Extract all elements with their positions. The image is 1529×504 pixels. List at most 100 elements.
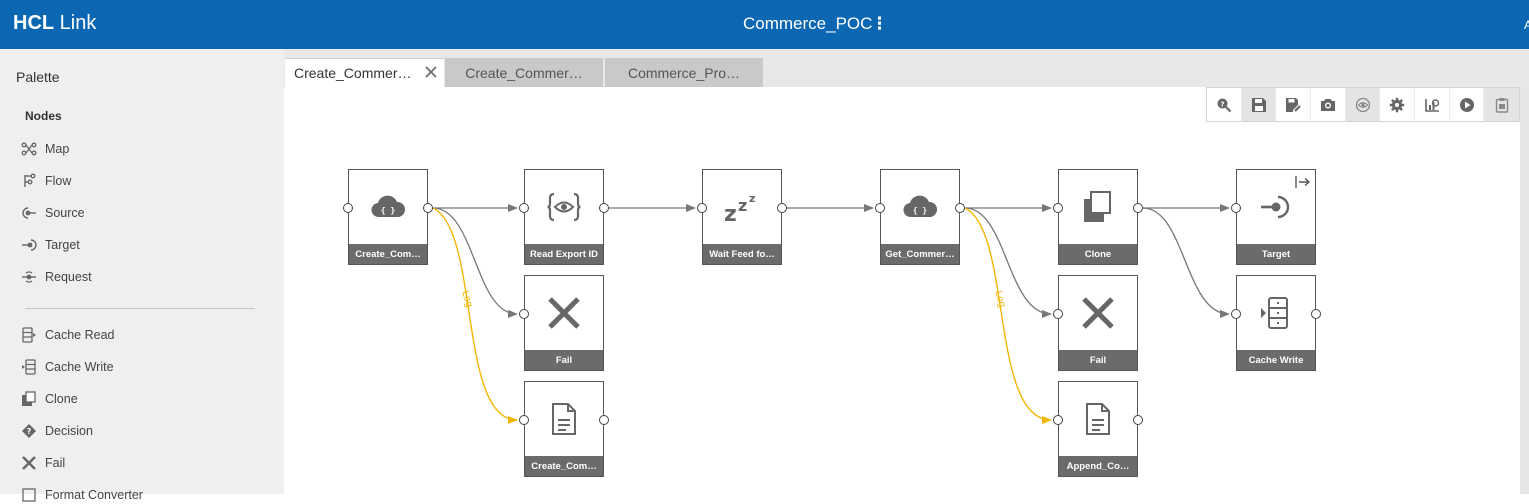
json-view-icon <box>525 170 603 244</box>
view-icon[interactable] <box>1345 88 1381 121</box>
palette-item-flow[interactable]: Flow <box>20 172 71 190</box>
svg-text:?: ? <box>1220 100 1224 108</box>
cache-write-icon <box>20 358 38 376</box>
palette-item-map[interactable]: Map <box>20 140 69 158</box>
input-port[interactable] <box>875 203 885 213</box>
app-logo[interactable]: HCL Link <box>13 12 97 34</box>
svg-text:z: z <box>724 202 737 223</box>
palette-item-target[interactable]: Target <box>20 236 80 254</box>
palette-item-cache-read[interactable]: Cache Read <box>20 326 115 344</box>
node-cache-write[interactable]: Cache Write <box>1231 275 1321 371</box>
palette-item-label: Flow <box>45 174 72 188</box>
decision-icon: ? <box>20 422 38 440</box>
node-label: Fail <box>1059 350 1137 370</box>
tab-commerce-pro[interactable]: Commerce_Pro… <box>605 58 763 87</box>
node-clone[interactable]: Clone <box>1053 169 1143 265</box>
node-create-com-log[interactable]: Create_Com… <box>519 381 609 477</box>
palette-item-label: Source <box>45 206 85 220</box>
document-icon <box>525 382 603 456</box>
palette-item-request[interactable]: Request <box>20 268 92 286</box>
fail-icon <box>525 276 603 350</box>
output-port[interactable] <box>423 203 433 213</box>
output-port[interactable] <box>1133 203 1143 213</box>
node-label: Read Export ID <box>525 244 603 264</box>
input-port[interactable] <box>1053 415 1063 425</box>
node-get-commer[interactable]: { } Get_Commer… <box>875 169 965 265</box>
save-icon[interactable] <box>1241 88 1277 121</box>
settings-icon[interactable] <box>1380 88 1416 121</box>
palette-item-fail[interactable]: Fail <box>20 454 65 472</box>
output-port[interactable] <box>777 203 787 213</box>
palette-item-decision[interactable]: ? Decision <box>20 422 93 440</box>
node-label: Clone <box>1059 244 1137 264</box>
canvas-toolbar: ? <box>1206 87 1520 122</box>
output-port[interactable] <box>599 203 609 213</box>
tab-bar: Create_Commer… Create_Commer… Commerce_P… <box>284 49 1529 87</box>
target-icon <box>1237 170 1315 244</box>
tab-create-commerce-1[interactable]: Create_Commer… <box>285 58 444 87</box>
map-icon <box>20 140 38 158</box>
palette-item-format-converter[interactable]: Format Converter <box>20 486 143 504</box>
input-port[interactable] <box>519 309 529 319</box>
node-label: Cache Write <box>1237 350 1315 370</box>
input-port[interactable] <box>697 203 707 213</box>
palette-item-clone[interactable]: Clone <box>20 390 78 408</box>
palette-item-label: Cache Write <box>45 360 114 374</box>
node-label: Wait Feed fo… <box>703 244 781 264</box>
cache-write-icon <box>1237 276 1315 350</box>
clipboard-icon[interactable] <box>1484 88 1520 121</box>
palette-item-label: Decision <box>45 424 93 438</box>
fail-icon <box>20 454 38 472</box>
node-label: Target <box>1237 244 1315 264</box>
input-port[interactable] <box>1053 203 1063 213</box>
tab-create-commerce-2[interactable]: Create_Commer… <box>445 58 603 87</box>
node-fail-1[interactable]: Fail <box>519 275 604 371</box>
header-edge-glyph: A <box>1524 18 1529 32</box>
palette-item-label: Clone <box>45 392 78 406</box>
node-label: Create_Com… <box>349 244 427 264</box>
input-port[interactable] <box>343 203 353 213</box>
save-as-icon[interactable] <box>1276 88 1312 121</box>
flow-canvas[interactable] <box>284 87 1520 494</box>
output-port[interactable] <box>1133 415 1143 425</box>
node-label: Get_Commer… <box>881 244 959 264</box>
clone-icon <box>20 390 38 408</box>
project-menu-icon[interactable]: ⋮ <box>871 14 888 33</box>
source-icon <box>20 204 38 222</box>
palette-item-label: Target <box>45 238 80 252</box>
tab-label: Create_Commer… <box>294 65 412 81</box>
input-port[interactable] <box>519 203 529 213</box>
node-label: Fail <box>525 350 603 370</box>
input-port[interactable] <box>519 415 529 425</box>
close-icon[interactable] <box>424 65 438 79</box>
svg-text:z: z <box>738 196 747 215</box>
format-converter-icon <box>20 486 38 504</box>
run-icon[interactable] <box>1450 88 1485 121</box>
node-fail-2[interactable]: Fail <box>1053 275 1138 371</box>
node-append-co[interactable]: Append_Co… <box>1053 381 1143 477</box>
output-port[interactable] <box>1311 309 1321 319</box>
export-icon <box>1295 176 1311 188</box>
search-icon[interactable]: ? <box>1207 88 1242 121</box>
input-port[interactable] <box>1053 309 1063 319</box>
clone-icon <box>1059 170 1137 244</box>
node-read-export-id[interactable]: Read Export ID <box>519 169 609 265</box>
output-port[interactable] <box>599 415 609 425</box>
palette-item-label: Map <box>45 142 70 156</box>
input-port[interactable] <box>1231 203 1241 213</box>
palette-item-source[interactable]: Source <box>20 204 85 222</box>
cloud-icon: { } <box>881 170 959 244</box>
palette-item-label: Fail <box>45 456 66 470</box>
document-icon <box>1059 382 1137 456</box>
node-create-com[interactable]: { } Create_Com… <box>343 169 433 265</box>
output-port[interactable] <box>955 203 965 213</box>
palette-item-label: Cache Read <box>45 328 115 342</box>
snapshot-icon[interactable] <box>1311 88 1346 121</box>
vertical-scrollbar[interactable] <box>1520 87 1529 494</box>
monitor-icon[interactable] <box>1415 88 1450 121</box>
input-port[interactable] <box>1231 309 1241 319</box>
palette-item-cache-write[interactable]: Cache Write <box>20 358 114 376</box>
node-target[interactable]: Target <box>1231 169 1316 265</box>
nodes-heading: Nodes <box>25 109 62 123</box>
